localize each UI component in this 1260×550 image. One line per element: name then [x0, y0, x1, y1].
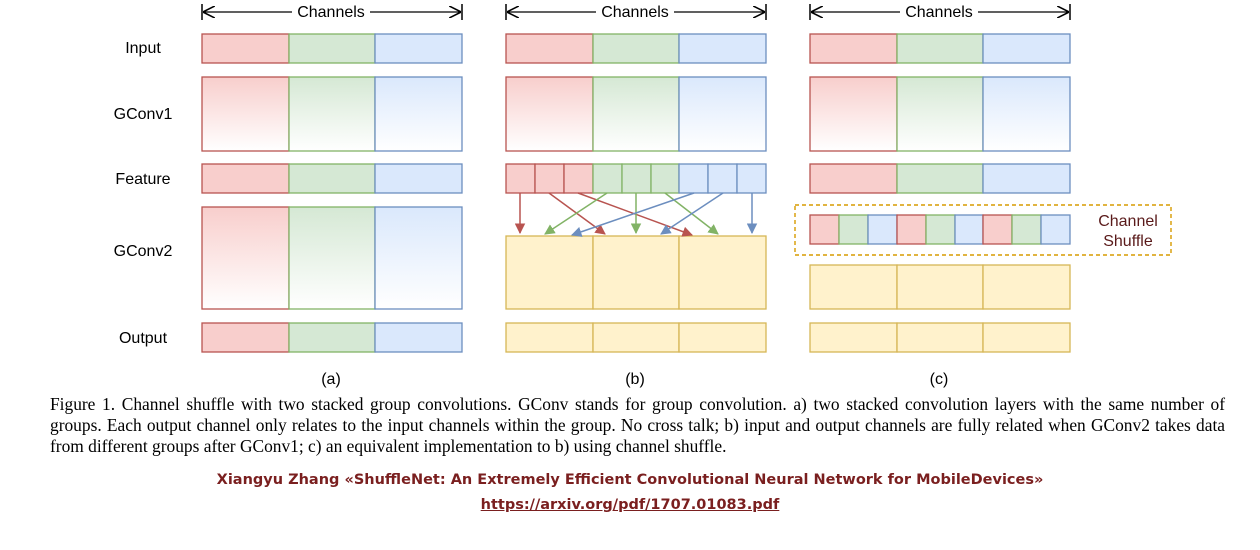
panel-b: (b): [505, 33, 767, 388]
panel-c-input: [809, 33, 1071, 64]
panel-c-shuffled-channels: [809, 214, 1071, 245]
panel-label-c: (c): [930, 371, 949, 388]
panel-a: (a): [201, 33, 463, 388]
channels-arrow-a: Channels: [201, 4, 463, 21]
channel-shuffle-label-line1: Channel: [1098, 213, 1158, 230]
channels-label-c: Channels: [905, 4, 973, 21]
row-label-input: Input: [125, 40, 161, 57]
panel-label-b: (b): [625, 371, 645, 388]
row-label-output: Output: [119, 330, 168, 347]
channels-arrow-b: Channels: [505, 4, 767, 21]
channels-label-b: Channels: [601, 4, 669, 21]
source-link[interactable]: https://arxiv.org/pdf/1707.01083.pdf: [480, 497, 780, 513]
panel-c-feature: [809, 163, 1071, 194]
panel-b-output: [505, 322, 767, 353]
panel-b-cross-group-arrows: [514, 192, 758, 237]
channel-shuffle-box: [794, 204, 1172, 256]
panel-a-gconv1: [201, 76, 463, 152]
panel-b-feature-subchannels: [505, 163, 767, 194]
panel-b-input: [505, 33, 767, 64]
panel-label-a: (a): [321, 371, 341, 388]
row-label-gconv2: GConv2: [114, 243, 173, 260]
panel-a-input: [201, 33, 463, 64]
panel-b-gconv1: [505, 76, 767, 152]
panel-c-output: [809, 322, 1071, 353]
panel-b-gconv2: [505, 235, 767, 310]
panel-a-feature: [201, 163, 463, 194]
channels-label-a: Channels: [297, 4, 365, 21]
channels-arrow-c: Channels: [809, 4, 1071, 21]
row-label-gconv1: GConv1: [114, 106, 173, 123]
credit-line: Xiangyu Zhang «ShuffleNet: An Extremely …: [216, 472, 1044, 488]
panel-a-gconv2: [201, 206, 463, 310]
panel-c-gconv2: [809, 264, 1071, 310]
figure-caption: Figure 1. Channel shuffle with two stack…: [50, 394, 1225, 456]
shufflenet-diagram: Input GConv1 Feature GConv2 Output Chann…: [114, 4, 1172, 388]
panel-c: Channel Shuffle (c): [794, 33, 1172, 388]
row-label-feature: Feature: [115, 171, 170, 188]
channel-shuffle-label-line2: Shuffle: [1103, 233, 1153, 250]
panel-a-output: [201, 322, 463, 353]
panel-c-gconv1: [809, 76, 1071, 152]
